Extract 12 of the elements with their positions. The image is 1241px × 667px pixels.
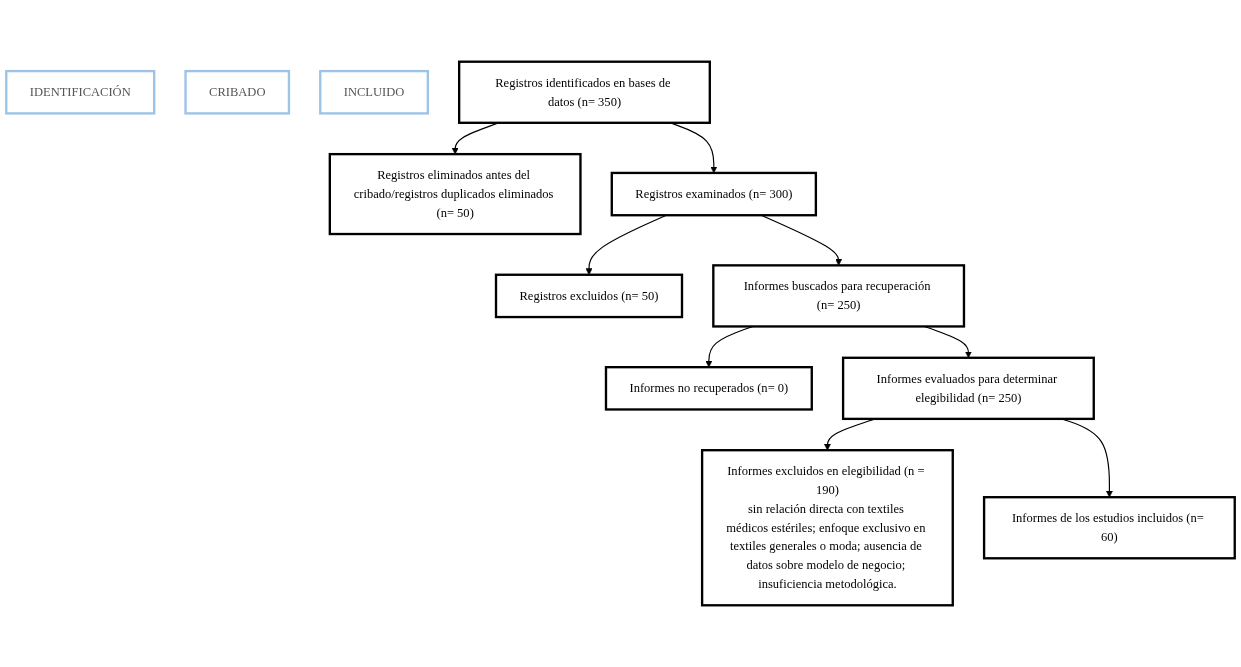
node-box: Informes excluidos en elegibilidad (n = 190) sin relación directa con textiles médicos estériles; enfoque exclusivo en textiles generales o moda; ausencia de datos sobre modelo de negocio; insuficiencia metodológica. (700, 449, 954, 607)
node-box: CRIBADO (184, 69, 291, 115)
node-box: Registros excluidos (n= 50) (494, 273, 684, 319)
node-box: Registros eliminados antes del cribado/registros duplicados eliminados (n= 50) (328, 152, 582, 236)
node-box: Informes no recuperados (n= 0) (604, 366, 813, 411)
node-box: INCLUIDO (319, 69, 429, 115)
node-box: IDENTIFICACIÓN (5, 69, 156, 115)
node-box: Informes buscados para recuperación (n= 250) (712, 264, 966, 328)
node-box: Registros examinados (n= 300) (610, 171, 818, 217)
node-box: Informes evaluados para determinar elegibilidad (n= 250) (841, 356, 1095, 421)
node-box: Registros identificados en bases de datos (n= 350) (458, 60, 711, 124)
node-box: Informes de los estudios incluidos (n= 60) (982, 496, 1236, 560)
